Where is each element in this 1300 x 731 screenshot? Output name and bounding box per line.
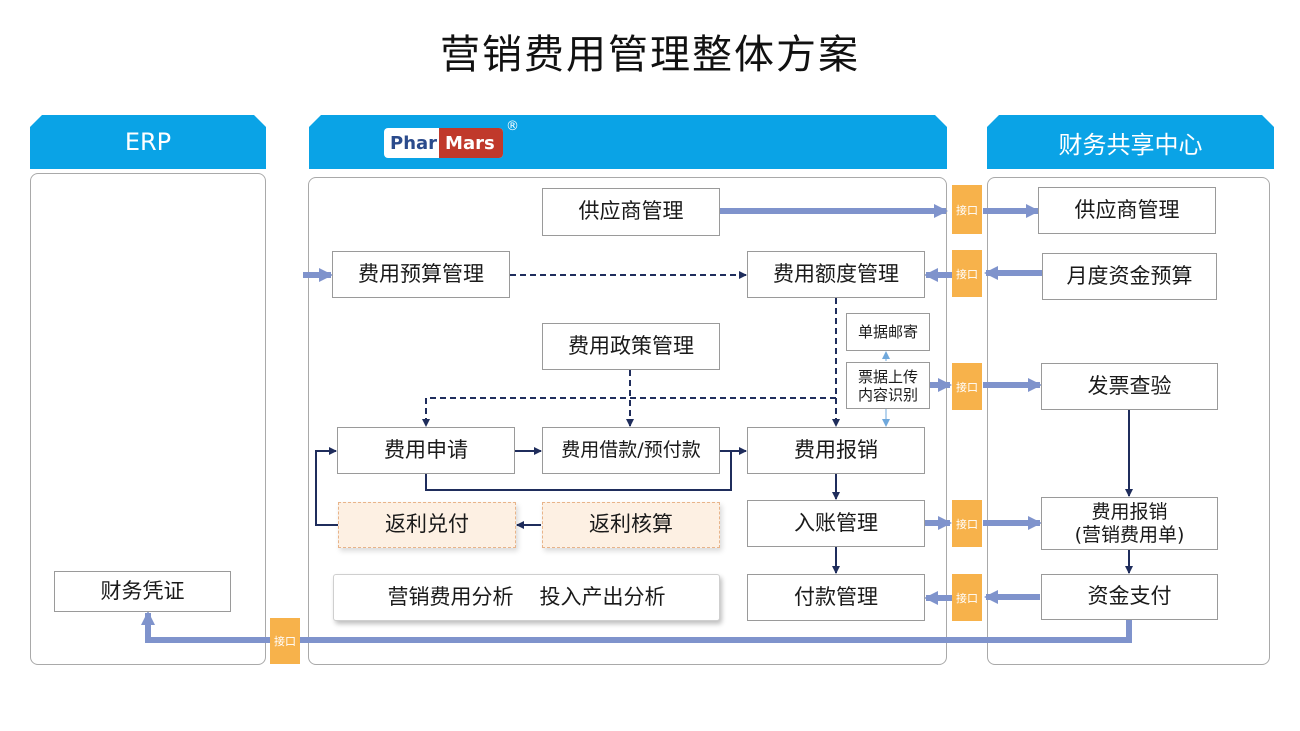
logo-text-phar: Phar [384,132,440,154]
interface-supplier: 接口 [952,185,982,234]
marketing-expense-analysis: 营销费用分析 [387,584,514,609]
fsc-reimbursement-box: 费用报销 (营销费用单) [1041,497,1218,550]
expense-reimbursement-box: 费用报销 [747,427,925,474]
rebate-checking-box: 返利核算 [542,502,720,548]
rebate-cashing-box: 返利兑付 [338,502,516,548]
pharmars-logo: Phar Mars [384,128,503,158]
interface-invoice: 接口 [952,363,982,410]
monthly-fund-budget-box: 月度资金预算 [1042,253,1217,300]
erp-header: ERP [30,115,266,169]
expense-application-box: 费用申请 [337,427,515,474]
analysis-box: 营销费用分析 投入产出分析 [333,574,720,621]
invoice-verification-box: 发票查验 [1041,363,1218,410]
expense-quota-box: 费用额度管理 [747,251,925,298]
logo-text-mars: Mars [439,128,503,158]
fund-payment-box: 资金支付 [1041,574,1218,620]
invoice-upload-line2: 内容识别 [857,385,918,404]
supplier-management-box: 供应商管理 [542,188,720,236]
arrow-fundpay-to-voucher [141,611,1132,643]
input-output-analysis: 投入产出分析 [539,584,666,609]
interface-payment: 接口 [952,574,982,621]
registered-mark: ® [506,119,519,134]
invoice-upload-line1: 票据上传 [857,367,918,386]
arrow-policy-to-apply [422,397,836,427]
interface-budget: 接口 [952,250,982,297]
fsc-reimbursement-line2: (营销费用单) [1074,523,1185,546]
interface-accounting: 接口 [952,500,982,547]
interface-erp: 接口 [270,618,300,664]
expense-budget-box: 费用预算管理 [332,251,510,298]
page-title: 营销费用管理整体方案 [440,32,860,78]
document-mail-box: 单据邮寄 [846,313,930,351]
fsc-header: 财务共享中心 [987,115,1274,169]
expense-policy-box: 费用政策管理 [542,323,720,370]
arrow-cash-to-apply [315,447,338,526]
expense-loan-box: 费用借款/预付款 [542,427,720,474]
fsc-reimbursement-line1: 费用报销 [1091,500,1168,523]
finance-voucher-box: 财务凭证 [54,571,231,612]
payment-management-box: 付款管理 [747,574,925,621]
fsc-supplier-box: 供应商管理 [1038,187,1216,234]
invoice-upload-box: 票据上传 内容识别 [846,362,930,409]
arrow-apply-bypass [425,451,732,491]
accounting-management-box: 入账管理 [747,500,925,547]
